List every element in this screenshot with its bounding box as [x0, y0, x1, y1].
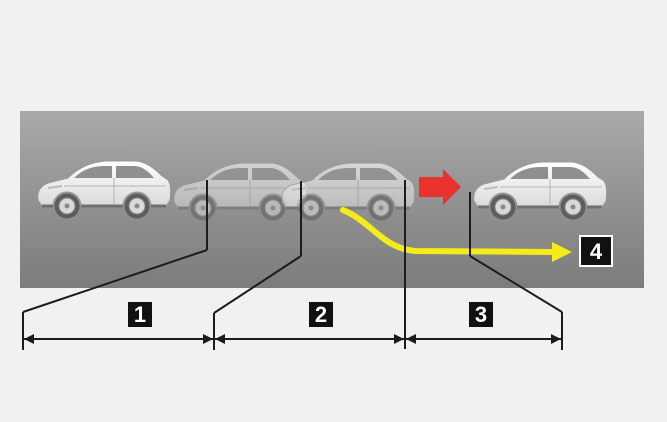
- dimension-lines: [22, 180, 563, 350]
- label-1: 1: [128, 302, 152, 327]
- label-2-text: 2: [315, 302, 327, 327]
- label-4: 4: [579, 235, 613, 267]
- yellow-path: [340, 207, 558, 255]
- label-4-text: 4: [590, 239, 603, 264]
- label-1-text: 1: [134, 302, 146, 327]
- red-direction-arrow: [419, 169, 461, 205]
- dimension-arrowheads: [24, 334, 561, 344]
- label-3: 3: [469, 302, 493, 327]
- label-2: 2: [309, 302, 333, 327]
- label-3-text: 3: [475, 302, 487, 327]
- yellow-path-arrowhead: [552, 242, 572, 262]
